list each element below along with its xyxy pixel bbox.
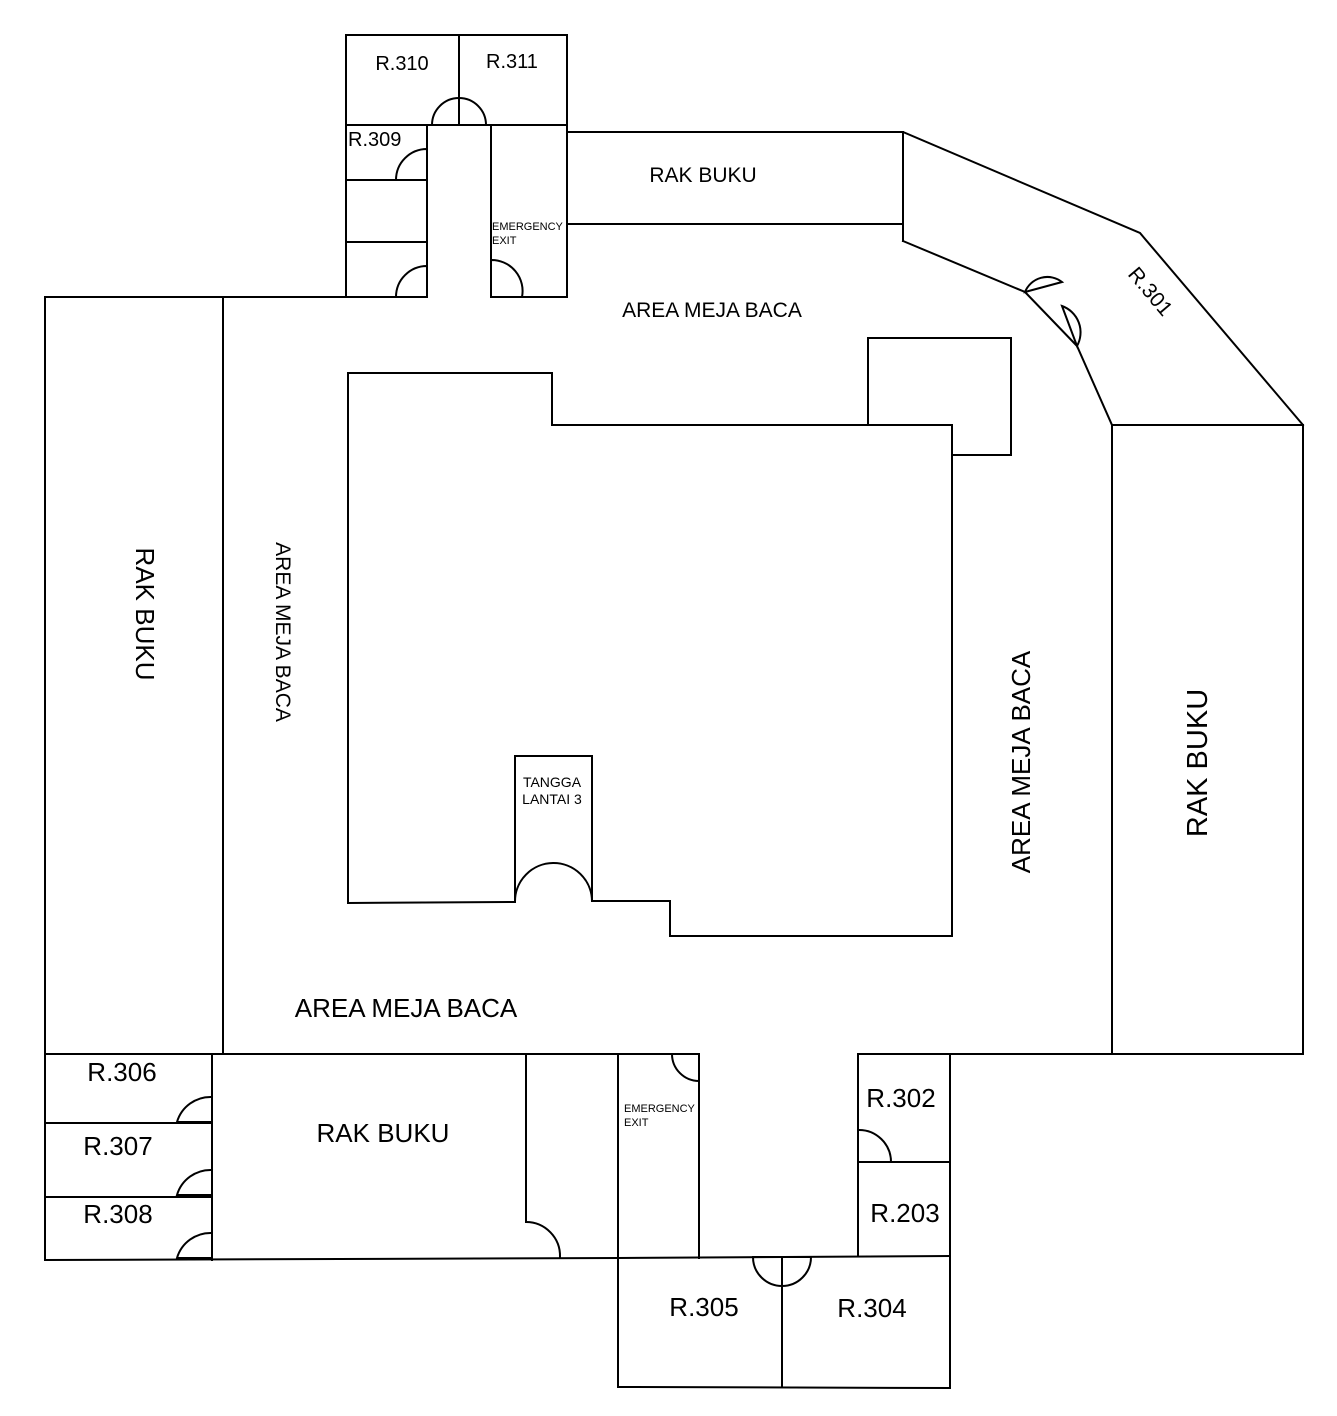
east-wing (857, 424, 1304, 1055)
label-exit-top-2: EXIT (492, 235, 517, 247)
label-exit-top-1: EMERGENCY (492, 221, 564, 233)
room-r310-r311-block (345, 34, 568, 126)
label-rak-buku-top: RAK BUKU (649, 164, 756, 187)
label-r306: R.306 (87, 1057, 156, 1087)
door-arc-r301-a (1023, 275, 1065, 294)
label-r302: R.302 (866, 1083, 935, 1113)
label-stairs-1: TANGGA (523, 774, 582, 790)
door-arc-r306 (175, 1095, 214, 1123)
door-arc-exit-top (490, 258, 524, 298)
wall-r301-inner (901, 239, 1114, 427)
door-arc-rak-buku-bottom (524, 1220, 562, 1259)
door-arc-r309 (394, 147, 428, 181)
door-arc-exit-bottom (670, 1052, 701, 1083)
label-r311: R.311 (486, 51, 538, 73)
label-meja-baca-top: AREA MEJA BACA (622, 299, 802, 322)
door-arc-r305-r304 (751, 1256, 813, 1287)
top-shelf-and-r301 (566, 131, 1305, 427)
label-r308: R.308 (83, 1199, 152, 1229)
label-rak-buku-bottom: RAK BUKU (317, 1118, 450, 1148)
central-void-outline (347, 372, 953, 937)
south-east-block (616, 1053, 952, 1390)
label-r203: R.203 (870, 1198, 939, 1228)
wall-south-bottom (616, 1385, 952, 1390)
central-void-annex (867, 337, 1012, 456)
label-rak-buku-right: RAK BUKU (1182, 689, 1214, 837)
door-arc-r307 (175, 1168, 214, 1196)
label-stairs-2: LANTAI 3 (522, 791, 582, 807)
wall-south-outer (43, 1256, 620, 1262)
label-meja-baca-right: AREA MEJA BACA (1006, 650, 1036, 873)
central-void (347, 337, 1012, 937)
label-r307: R.307 (83, 1131, 152, 1161)
door-arc-r308 (175, 1231, 214, 1259)
label-meja-baca-bottom: AREA MEJA BACA (295, 993, 518, 1023)
labels: R.310 R.311 R.309 EMERGENCY EXIT RAK BUK… (83, 51, 1214, 1323)
rak-buku-right-block (1111, 424, 1304, 1055)
label-exit-bottom-1: EMERGENCY (624, 1103, 696, 1115)
label-r310: R.310 (375, 53, 428, 75)
door-arc-r301-b (1060, 304, 1082, 349)
door-arc-r302 (856, 1128, 893, 1164)
label-r305: R.305 (669, 1292, 738, 1322)
top-room-cluster (345, 34, 568, 298)
label-meja-baca-left: AREA MEJA BACA (271, 542, 294, 722)
west-wing (44, 296, 428, 1261)
door-arc-r310-r311 (430, 97, 488, 126)
door-arc-cell (394, 264, 428, 298)
wall-north-outer (566, 131, 1305, 427)
label-rak-buku-left: RAK BUKU (130, 548, 160, 681)
label-r309: R.309 (348, 129, 401, 151)
label-r301: R.301 (1123, 263, 1177, 321)
label-exit-bottom-2: EXIT (624, 1117, 649, 1129)
label-r304: R.304 (837, 1293, 906, 1323)
south-west-block (43, 1052, 701, 1388)
door-arc-stairs (513, 862, 594, 904)
